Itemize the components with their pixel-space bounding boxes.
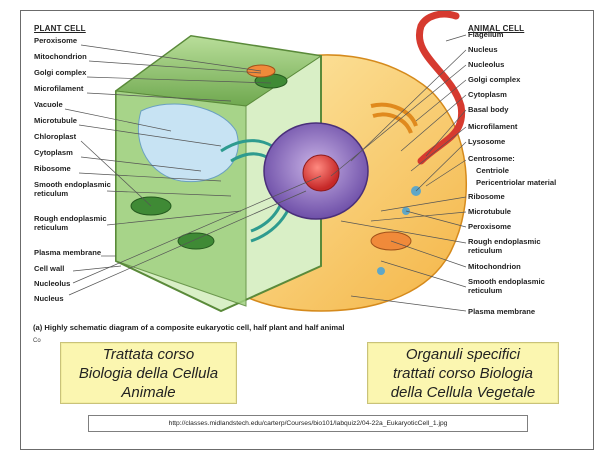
animal-label: Nucleolus xyxy=(468,60,504,69)
animal-label: Cytoplasm xyxy=(468,90,507,99)
animal-label: Pericentriolar material xyxy=(468,178,556,187)
plant-label: Peroxisome xyxy=(34,36,77,45)
plant-label: Microtubule xyxy=(34,116,77,125)
plant-label: Rough endoplasmic reticulum xyxy=(34,214,107,232)
source-url[interactable]: http://classes.midlandstech.edu/carterp/… xyxy=(88,415,528,432)
animal-label: Mitochondrion xyxy=(468,262,521,271)
animal-label: Microfilament xyxy=(468,122,517,131)
nucleolus xyxy=(303,155,339,191)
animal-label: Flagellum xyxy=(468,30,503,39)
plant-label: Ribosome xyxy=(34,164,71,173)
animal-label: Centriole xyxy=(468,166,509,175)
animal-label: Lysosome xyxy=(468,137,505,146)
plant-label: Golgi complex xyxy=(34,68,86,77)
plant-label: Smooth endoplasmic reticulum xyxy=(34,180,111,198)
plant-label: Chloroplast xyxy=(34,132,76,141)
caption-fragment: Co xyxy=(33,338,41,344)
vesicle xyxy=(377,267,385,275)
note-plant-course: Organuli specifici trattati corso Biolog… xyxy=(367,342,559,404)
animal-label: Centrosome: xyxy=(468,154,515,163)
animal-label: Smooth endoplasmic reticulum xyxy=(468,277,545,295)
animal-label: Microtubule xyxy=(468,207,511,216)
animal-label: Plasma membrane xyxy=(468,307,535,316)
animal-label: Nucleus xyxy=(468,45,498,54)
figure-caption: (a) Highly schematic diagram of a compos… xyxy=(33,323,344,332)
animal-label: Peroxisome xyxy=(468,222,511,231)
note-animal-course: Trattata corso Biologia della Cellula An… xyxy=(60,342,237,404)
plant-cell-header: PLANT CELL xyxy=(34,24,86,33)
plant-label: Vacuole xyxy=(34,100,63,109)
plant-label: Nucleolus xyxy=(34,279,70,288)
plant-label: Nucleus xyxy=(34,294,64,303)
plant-label: Cytoplasm xyxy=(34,148,73,157)
plant-label: Cell wall xyxy=(34,264,64,273)
animal-label: Ribosome xyxy=(468,192,505,201)
plant-label: Plasma membrane xyxy=(34,248,101,257)
animal-label: Basal body xyxy=(468,105,509,114)
plant-label: Microfilament xyxy=(34,84,83,93)
plant-label: Mitochondrion xyxy=(34,52,87,61)
animal-label: Rough endoplasmic reticulum xyxy=(468,237,541,255)
animal-label: Golgi complex xyxy=(468,75,520,84)
